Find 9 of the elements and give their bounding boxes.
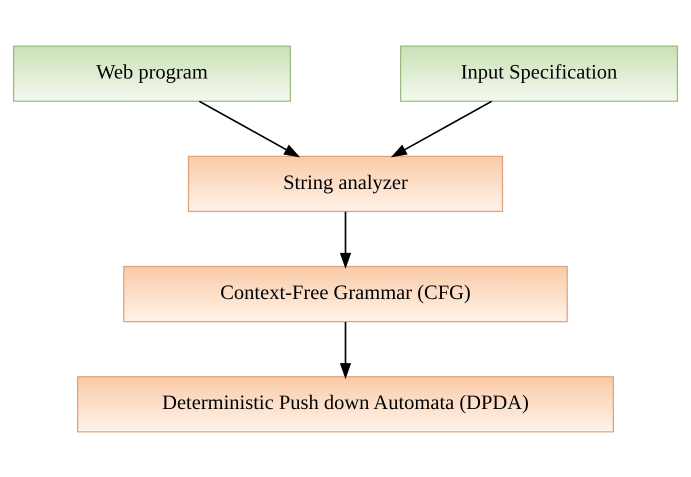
arrow: [198, 100, 300, 157]
arrow: [340, 322, 352, 379]
node-box: Context-Free Grammar (CFG): [123, 265, 568, 322]
node-box: Input Specification: [400, 44, 678, 102]
arrow: [340, 211, 352, 269]
arrow: [390, 100, 492, 157]
node-box: Deterministic Push down Automata (DPDA): [77, 376, 614, 432]
node-box: Web program: [12, 44, 292, 102]
node-box: String analyzer: [188, 155, 504, 212]
